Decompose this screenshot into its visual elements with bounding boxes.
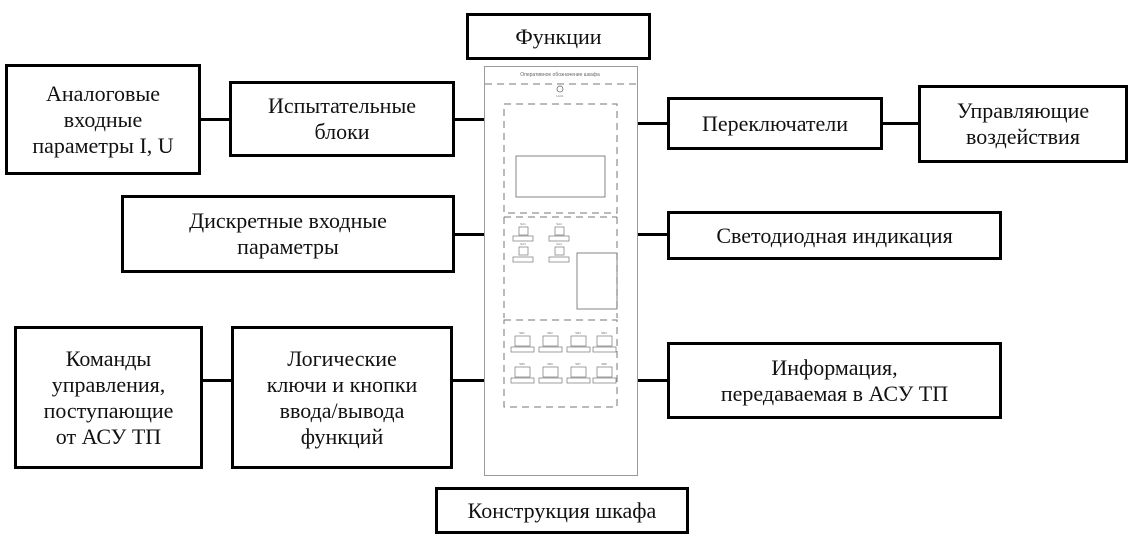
button-sb2: SB2 [538, 331, 563, 353]
connector-switches-to-actions [883, 122, 919, 125]
control-commands-box: Команды управления, поступающие от АСУ Т… [14, 326, 203, 469]
button-sb7: SB7 [566, 362, 591, 384]
functions-label: Функции [515, 23, 602, 49]
svg-text:SA2: SA2 [556, 222, 562, 226]
svg-text:SB7: SB7 [575, 362, 581, 366]
test-blocks-label: Испытательные блоки [268, 93, 416, 144]
control-actions-label: Управляющие воздействия [956, 98, 1090, 149]
connector-logic-to-cabinet [453, 379, 484, 382]
connector-analog-to-test [201, 118, 230, 121]
discrete-inputs-box: Дискретные входные параметры [121, 195, 455, 273]
button-sb3: SB3 [566, 331, 591, 353]
cabinet-construction-label-box: Конструкция шкафа [435, 487, 689, 534]
svg-text:SA4: SA4 [556, 242, 562, 246]
display-zone [503, 103, 618, 214]
logic-keys-label: Логические ключи и кнопки ввода/вывода ф… [266, 345, 418, 449]
control-actions-box: Управляющие воздействия [918, 85, 1128, 163]
control-commands-label: Команды управления, поступающие от АСУ Т… [43, 345, 174, 449]
switch-sa2: SA2 [548, 222, 570, 242]
cabinet-front-panel: Оперативное обозначение шкафа HL01 SA1 S… [484, 66, 638, 476]
button-sb8: SB8 [592, 362, 617, 384]
logic-keys-box: Логические ключи и кнопки ввода/вывода ф… [231, 326, 453, 469]
indicator-lamp-icon [556, 85, 564, 93]
svg-text:SB6: SB6 [547, 362, 553, 366]
info-to-scada-box: Информация, передаваемая в АСУ ТП [667, 342, 1002, 419]
cabinet-header-text: Оперативное обозначение шкафа [520, 72, 600, 78]
button-sb5: SB5 [510, 362, 535, 384]
button-zone [503, 319, 618, 408]
switch-sa1: SA1 [512, 222, 534, 242]
svg-text:SB8: SB8 [601, 362, 607, 366]
cabinet-drawing: Оперативное обозначение шкафа HL01 SA1 S… [485, 72, 636, 408]
info-to-scada-label: Информация, передаваемая в АСУ ТП [720, 354, 949, 406]
connector-cabinet-to-info [638, 379, 669, 382]
cabinet-construction-label: Конструкция шкафа [467, 497, 657, 523]
svg-text:SB2: SB2 [547, 331, 553, 335]
connector-commands-to-logic [203, 379, 232, 382]
button-sb6: SB6 [538, 362, 563, 384]
led-indication-box: Светодиодная индикация [667, 211, 1002, 260]
connector-test-to-cabinet [455, 118, 484, 121]
analog-inputs-box: Аналоговые входные параметры I, U [5, 64, 201, 175]
functions-label-box: Функции [466, 13, 651, 60]
indicator-label: HL01 [556, 94, 564, 98]
switches-box: Переключатели [667, 97, 883, 150]
switch-sa3: SA3 [512, 242, 534, 263]
test-blocks-box: Испытательные блоки [229, 81, 455, 157]
svg-text:SB1: SB1 [519, 331, 525, 335]
analog-inputs-label: Аналоговые входные параметры I, U [32, 80, 174, 158]
led-indication-label: Светодиодная индикация [716, 222, 953, 248]
led-panel [576, 252, 618, 310]
button-sb1: SB1 [510, 331, 535, 353]
svg-text:SB3: SB3 [575, 331, 581, 335]
button-sb4: SB4 [592, 331, 617, 353]
discrete-inputs-label: Дискретные входные параметры [189, 208, 387, 259]
svg-text:SB4: SB4 [601, 331, 607, 335]
switch-sa4: SA4 [548, 242, 570, 263]
connector-cabinet-to-switches [638, 122, 668, 125]
connector-discrete-to-cabinet [455, 233, 484, 236]
svg-text:SB5: SB5 [519, 362, 525, 366]
connector-cabinet-to-led [638, 233, 669, 236]
svg-text:SA3: SA3 [520, 242, 526, 246]
switches-label: Переключатели [701, 110, 849, 136]
display-screen [515, 155, 606, 198]
svg-text:SA1: SA1 [520, 222, 526, 226]
